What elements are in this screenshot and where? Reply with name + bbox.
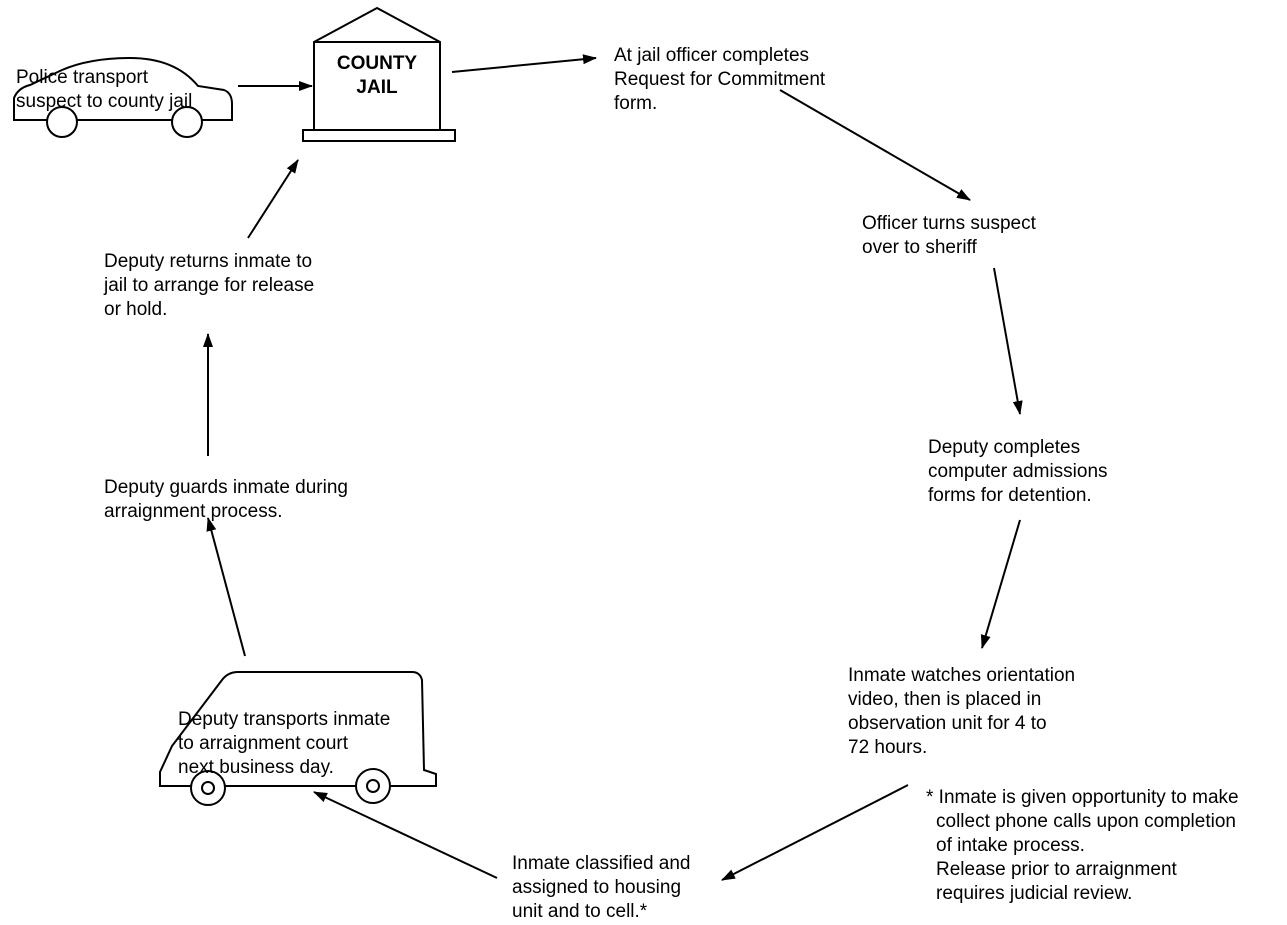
arrow-classified-to-van [313,791,498,879]
step-line: form. [614,93,658,114]
arrow-orientation-to-classified [721,784,909,881]
county-jail-building-icon [302,6,456,142]
footnote-line: collect phone calls upon completion [936,811,1236,832]
police-car-icon [13,56,233,138]
jail-label-line: JAIL [356,77,398,98]
footnote-line: requires judicial review. [936,883,1133,904]
step-line: Police transport [16,67,149,88]
step-line: Deputy guards inmate during [104,477,348,498]
jail-label-line: COUNTY [336,53,418,74]
footnote-line: of intake process. [936,835,1085,856]
step-line: observation unit for 4 to [848,713,1047,734]
step-line: Deputy returns inmate to [104,251,313,272]
step-police-transport: Police transport suspect to county jail [16,66,192,114]
footnote-line: Release prior to arraignment [936,859,1177,880]
step-line: Deputy completes [928,437,1081,458]
step-line: over to sheriff [862,237,977,258]
step-line: Inmate classified and [512,853,691,874]
step-line: next business day. [178,757,334,778]
arrow-officer-to-deputy [993,267,1023,415]
step-deputy-guards: Deputy guards inmate during arraignment … [104,476,348,524]
step-request-commitment: At jail officer completes Request for Co… [614,44,825,116]
step-line: arraignment process. [104,501,283,522]
step-line: Officer turns suspect [862,213,1036,234]
step-line: Inmate watches orientation [848,665,1076,686]
step-line: 72 hours. [848,737,928,758]
step-line: jail to arrange for release [104,275,315,296]
step-deputy-returns: Deputy returns inmate to jail to arrange… [104,250,314,322]
step-line: At jail officer completes [614,45,810,66]
step-deputy-admissions: Deputy completes computer admissions for… [928,436,1108,508]
step-line: or hold. [104,299,168,320]
step-line: computer admissions [928,461,1108,482]
jail-label: COUNTY JAIL [314,52,440,100]
arrow-returns-to-jail [247,159,299,239]
step-line: suspect to county jail [16,91,193,112]
arrow-jail-to-commitment [451,54,597,73]
step-deputy-transports: Deputy transports inmate to arraignment … [178,708,390,780]
footnote-line: * Inmate is given opportunity to make [926,787,1239,808]
footnote: * Inmate is given opportunity to make co… [926,786,1239,906]
step-line: forms for detention. [928,485,1092,506]
transport-van-icon [159,671,437,806]
arrow-deputy-to-orientation [980,519,1021,649]
step-line: unit and to cell.* [512,901,648,922]
arrow-van-to-guards [206,517,246,657]
flow-arrows [203,54,1023,881]
step-line: assigned to housing [512,877,682,898]
step-line: video, then is placed in [848,689,1042,710]
step-classified: Inmate classified and assigned to housin… [512,852,691,924]
step-officer-turns: Officer turns suspect over to sheriff [862,212,1036,260]
step-line: Request for Commitment [614,69,826,90]
step-orientation: Inmate watches orientation video, then i… [848,664,1075,760]
step-line: Deputy transports inmate [178,709,391,730]
arrow-commitment-to-officer [779,89,971,201]
step-line: to arraignment court [178,733,349,754]
